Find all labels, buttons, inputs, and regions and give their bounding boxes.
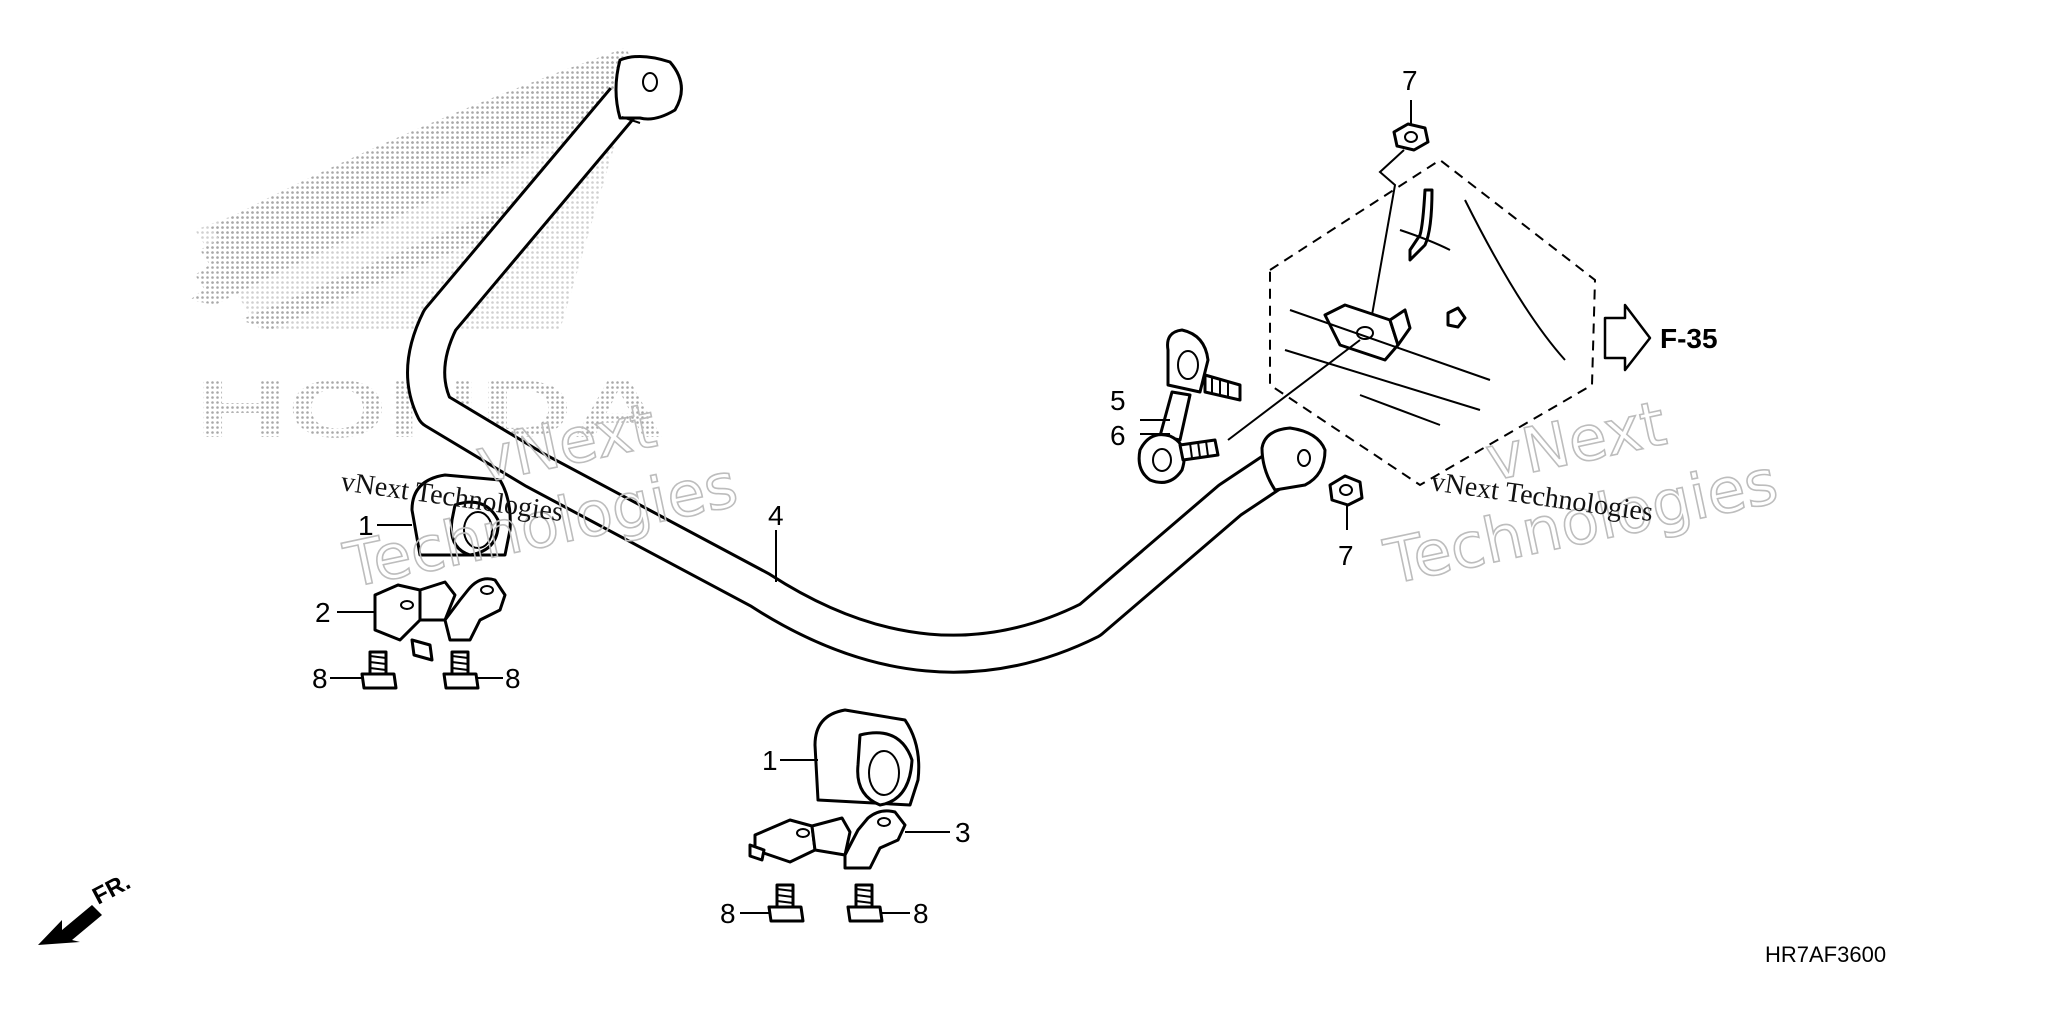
- bushing-center: [813, 708, 921, 807]
- bracket-center: [748, 809, 907, 870]
- nut-bottom: [1328, 474, 1364, 507]
- callout-4: 4: [768, 500, 784, 531]
- callout-3: 3: [955, 817, 971, 848]
- arrow-right-icon: [1603, 303, 1652, 372]
- callout-5: 5: [1110, 385, 1126, 416]
- bolt-center-2: [846, 883, 884, 923]
- arrow-down-left-icon: [38, 905, 102, 945]
- bolt-center-1: [767, 883, 805, 923]
- callout-7-top: 7: [1402, 65, 1418, 96]
- callout-8-center-2: 8: [913, 898, 929, 929]
- stabilizer-link: [1137, 328, 1242, 484]
- callout-8-center-1: 8: [720, 898, 736, 929]
- bar-end-left: [614, 55, 683, 124]
- reference-label: F-35: [1660, 323, 1718, 354]
- callout-8-left-1: 8: [312, 663, 328, 694]
- callout-2: 2: [315, 597, 331, 628]
- callout-6: 6: [1110, 420, 1126, 451]
- bolt-left-2: [442, 650, 480, 690]
- nut-top: [1392, 122, 1430, 152]
- callout-8-left-2: 8: [505, 663, 521, 694]
- callout-1-left: 1: [358, 510, 374, 541]
- honda-wing-logo: HONDA: [190, 48, 665, 455]
- diagram-code: HR7AF3600: [1765, 942, 1886, 967]
- reference-arrow: F-35: [1603, 303, 1718, 372]
- front-label: FR.: [88, 868, 135, 910]
- stabilizer-bar: [406, 55, 1327, 674]
- leader-lines: [330, 100, 1412, 914]
- bracket-left: [373, 577, 507, 662]
- front-direction-indicator: FR.: [38, 868, 135, 945]
- bushing-left: [410, 473, 512, 557]
- callout-1-center: 1: [762, 745, 778, 776]
- callout-numbers: 1 2 8 8 1 3 8 8 4 5 6 7 7: [312, 65, 1418, 929]
- bolt-left-1: [360, 650, 398, 690]
- reference-detail-box: [1269, 158, 1597, 487]
- bar-end-right: [1260, 426, 1327, 492]
- callout-7-bottom: 7: [1338, 540, 1354, 571]
